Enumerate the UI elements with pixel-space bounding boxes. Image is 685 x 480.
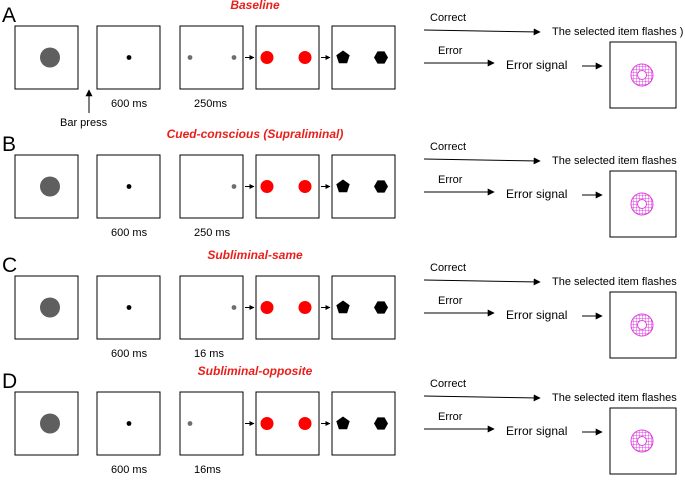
fixation-duration: 600 ms [111,98,148,110]
correct-label: Correct [430,378,466,390]
gray-disc [40,297,60,318]
gray-disc [40,413,60,434]
pentagon-item [336,179,350,193]
red-target-right [298,417,312,430]
red-target-right [298,180,312,193]
correct-label: Correct [430,12,466,24]
fixation-duration: 600 ms [111,227,148,239]
panel-letter: B [2,133,16,156]
panel-letter: D [2,370,17,393]
error-signal-label: Error signal [506,187,567,201]
cue-dot-right [231,184,237,189]
panel-title: Subliminal-same [207,248,303,262]
panel-title: Subliminal-opposite [198,364,313,378]
selected-flash-label: The selected item flashes [552,155,677,167]
selected-flash-label: The selected item flashes [552,276,677,288]
fixation-dot [126,305,132,310]
cue-dot-right [231,305,237,310]
cue-dot-left [187,421,193,426]
correct-label: Correct [430,262,466,274]
error-label: Error [438,295,463,307]
error-signal-label: Error signal [506,58,567,72]
fixation-dot [126,55,132,60]
red-target-right [298,51,312,64]
hexagon-item [374,180,388,193]
error-label: Error [438,411,463,423]
gray-disc [40,176,60,197]
red-target-left [260,180,274,193]
pentagon-item [336,300,350,314]
cue-duration: 16ms [194,464,221,476]
gray-disc [40,47,60,68]
correct-arrow [423,28,541,36]
panel-b: B Cued-conscious (Supraliminal) 600 ms 250 … [2,127,677,239]
cue-duration: 16 ms [194,348,224,360]
hexagon-item [374,51,388,64]
correct-arrow [423,278,541,286]
hexagon-item [374,417,388,430]
ring-hole [637,70,647,80]
ring-hole [637,436,647,446]
panel-d: D Subliminal-opposite 600 ms 16ms CorrectThe… [2,364,677,476]
error-signal-label: Error signal [506,308,567,322]
cue-duration: 250 ms [194,227,231,239]
correct-arrow [423,394,541,402]
fixation-duration: 600 ms [111,348,148,360]
error-signal-label: Error signal [506,424,567,438]
panel-title: Cued-conscious (Supraliminal) [167,127,344,141]
panel-letter: C [2,254,17,277]
ring-hole [637,320,647,330]
ring-hole [637,199,647,209]
pentagon-item [336,416,350,430]
red-target-left [260,51,274,64]
cue-dot-right [231,55,237,60]
red-target-right [298,301,312,314]
error-label: Error [438,174,463,186]
red-target-left [260,301,274,314]
correct-arrow [423,157,541,165]
cue-dot-left [187,55,193,60]
red-target-left [260,417,274,430]
selected-flash-label: The selected item flashes ) [552,26,683,38]
hexagon-item [374,301,388,314]
bar-press-label: Bar press [60,117,108,129]
cue-duration: 250ms [194,98,228,110]
panel-title: Baseline [230,0,280,12]
error-label: Error [438,45,463,57]
panel-letter: A [2,4,16,27]
fixation-dot [126,184,132,189]
correct-label: Correct [430,141,466,153]
fixation-duration: 600 ms [111,464,148,476]
selected-flash-label: The selected item flashes [552,392,677,404]
pentagon-item [336,50,350,64]
fixation-dot [126,421,132,426]
